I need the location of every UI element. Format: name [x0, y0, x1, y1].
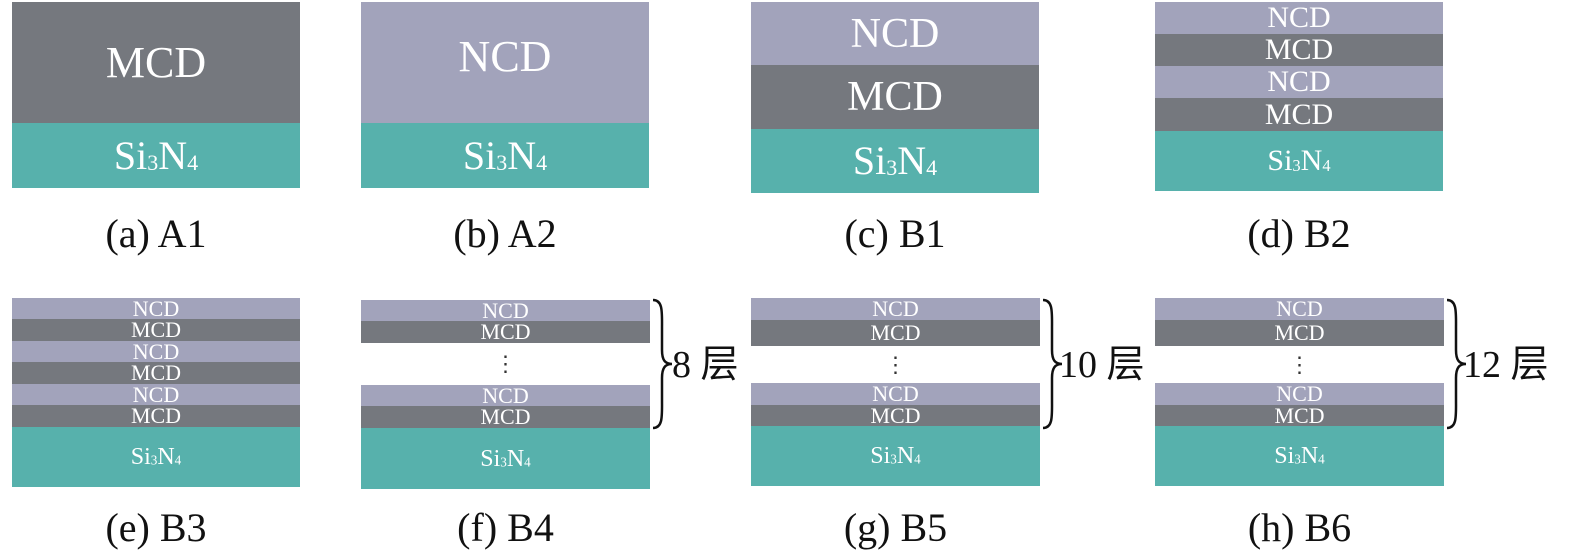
si3n4-substrate: Si3N4: [361, 428, 650, 489]
panel-b6: NCD MCD ⋮ NCD MCD Si3N4 12 层 (h) B6: [1155, 298, 1565, 548]
mcd-layer: MCD: [361, 321, 650, 343]
mcd-layer: MCD: [751, 320, 1040, 346]
ncd-layer: NCD: [1155, 2, 1443, 34]
si3n4-substrate: Si3N4: [1155, 131, 1443, 191]
mcd-layer: MCD: [1155, 34, 1443, 66]
mcd-layer: MCD: [751, 65, 1039, 129]
ellipsis: ⋮: [884, 351, 907, 377]
si3n4-substrate: Si3N4: [751, 129, 1039, 193]
panel-b3: NCD MCD NCD MCD NCD MCD Si3N4 (e) B3: [12, 297, 300, 550]
caption-b4: (f) B4: [457, 505, 554, 550]
ncd-layer: NCD: [1155, 298, 1444, 320]
mcd-layer: MCD: [12, 405, 300, 427]
panel-b2: NCD MCD NCD MCD Si3N4 (d) B2: [1155, 2, 1443, 256]
caption-a2: (b) A2: [453, 211, 557, 256]
ncd-layer: NCD: [361, 384, 650, 406]
mcd-layer: MCD: [1155, 404, 1444, 426]
mcd-layer: MCD: [12, 319, 300, 341]
caption-b3: (e) B3: [105, 505, 207, 550]
curly-brace-icon: [1446, 298, 1467, 430]
mcd-layer: MCD: [1155, 320, 1444, 346]
layer-stack: NCD Si3N4: [361, 2, 649, 188]
mcd-layer: MCD: [12, 362, 300, 384]
si3n4-substrate: Si3N4: [12, 123, 300, 188]
layer-stack: NCD MCD Si3N4: [751, 2, 1039, 193]
si3n4-substrate: Si3N4: [12, 427, 300, 487]
layer-count-label: 8 层: [672, 344, 739, 386]
ncd-layer: NCD: [361, 299, 650, 321]
mcd-layer: MCD: [12, 2, 300, 123]
panel-a2: NCD Si3N4 (b) A2: [361, 2, 649, 256]
panel-b5: NCD MCD ⋮ NCD MCD Si3N4 10 层 (g) B5: [751, 298, 1151, 548]
layer-stack: NCD MCD NCD MCD Si3N4: [1155, 2, 1443, 191]
si3n4-substrate: Si3N4: [1155, 426, 1444, 486]
layer-count-label: 12 层: [1463, 344, 1549, 386]
ellipsis: ⋮: [1288, 351, 1311, 377]
layer-stack: NCD MCD ⋮ NCD MCD Si3N4: [1155, 298, 1444, 486]
ncd-layer: NCD: [751, 383, 1040, 405]
curly-brace-icon: [652, 298, 673, 430]
layer-count-label: 10 层: [1059, 344, 1145, 386]
ncd-layer: NCD: [361, 2, 649, 123]
mcd-layer: MCD: [361, 406, 650, 428]
caption-a1: (a) A1: [105, 211, 207, 256]
panel-a1: MCD Si3N4 (a) A1: [12, 2, 300, 256]
mcd-layer: MCD: [1155, 98, 1443, 131]
panel-b4: NCD MCD ⋮ NCD MCD Si3N4 8 层 (f) B4: [361, 298, 751, 548]
caption-b2: (d) B2: [1247, 211, 1351, 256]
ncd-layer: NCD: [1155, 66, 1443, 98]
layer-stack: NCD MCD ⋮ NCD MCD Si3N4: [361, 299, 650, 489]
panel-b1: NCD MCD Si3N4 (c) B1: [751, 2, 1039, 256]
layer-stack: MCD Si3N4: [12, 2, 300, 188]
ncd-layer: NCD: [751, 298, 1040, 320]
caption-b1: (c) B1: [844, 211, 946, 256]
ncd-layer: NCD: [1155, 383, 1444, 405]
layer-stack: NCD MCD NCD MCD NCD MCD Si3N4: [12, 297, 300, 487]
ncd-layer: NCD: [12, 297, 300, 319]
si3n4-substrate: Si3N4: [751, 426, 1040, 486]
curly-brace-icon: [1042, 298, 1063, 430]
ellipsis: ⋮: [494, 351, 517, 376]
ncd-layer: NCD: [751, 2, 1039, 65]
ncd-layer: NCD: [12, 383, 300, 405]
ncd-layer: NCD: [12, 340, 300, 362]
mcd-layer: MCD: [751, 404, 1040, 426]
layer-stack: NCD MCD ⋮ NCD MCD Si3N4: [751, 298, 1040, 486]
si3n4-substrate: Si3N4: [361, 123, 649, 188]
caption-b6: (h) B6: [1247, 505, 1352, 550]
caption-b5: (g) B5: [843, 505, 948, 550]
